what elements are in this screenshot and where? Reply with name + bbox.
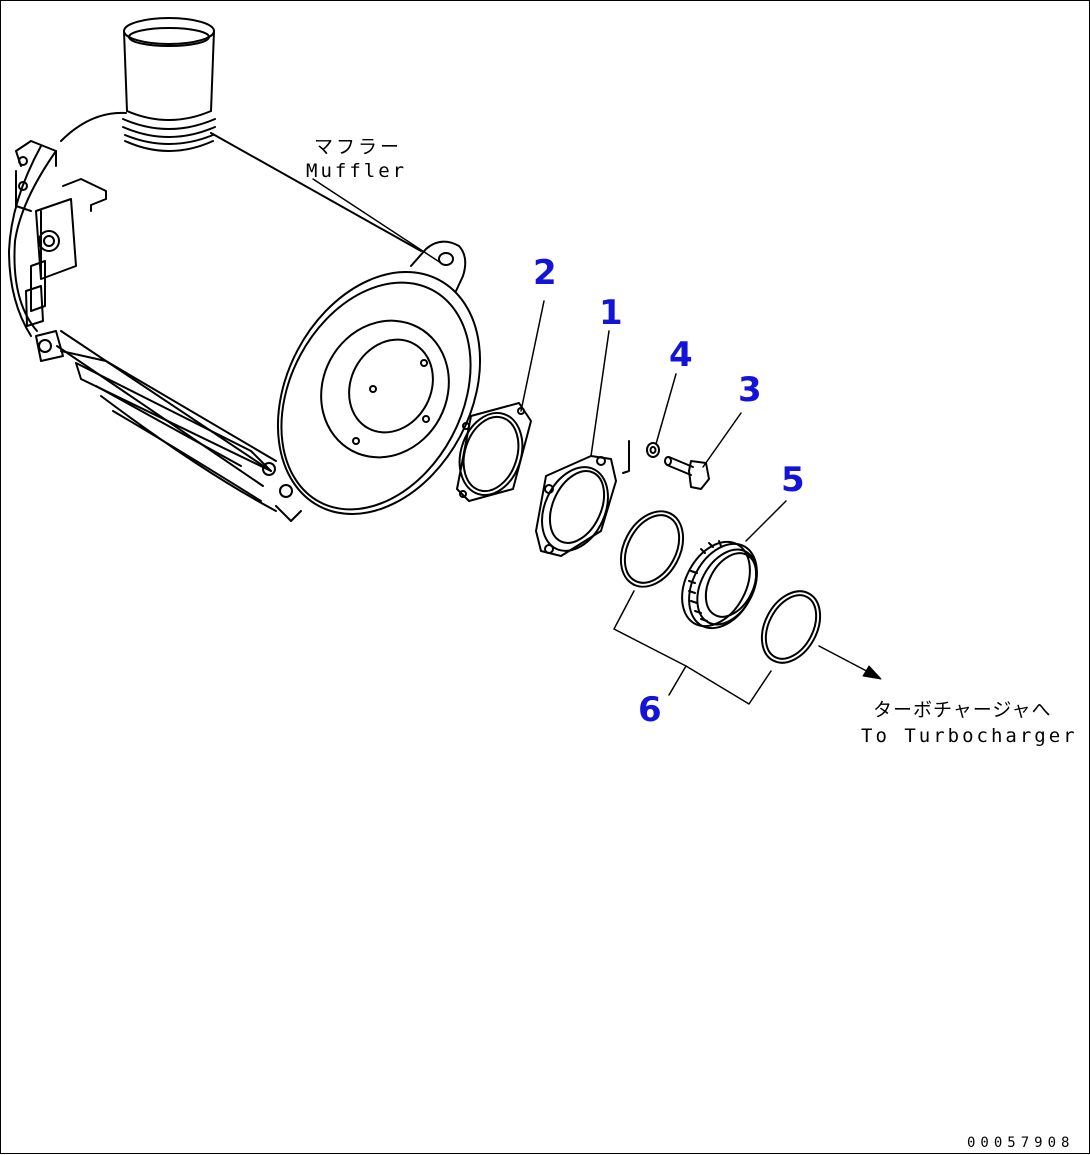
part-2-gasket (456, 402, 532, 502)
muffler-body (8, 17, 482, 522)
muffler-label-en: Muffler (306, 160, 408, 182)
callout-5: 5 (781, 460, 805, 500)
drawing-id: 00057908 (967, 1135, 1075, 1151)
part-1-flange (535, 440, 630, 557)
leader-lines (312, 178, 879, 705)
part-5-connector (681, 540, 758, 630)
part-6-o-ring-right (760, 590, 822, 664)
turbo-label-en: To Turbocharger (861, 725, 1078, 747)
muffler-label-jp: マフラー (314, 136, 403, 158)
turbo-label-jp: ターボチャージャへ (873, 699, 1052, 721)
callout-2: 2 (533, 253, 557, 293)
part-4-washer (646, 442, 660, 458)
turbo-arrow-head (862, 665, 882, 680)
callout-6: 6 (638, 690, 662, 730)
callout-4: 4 (669, 335, 693, 375)
callout-1: 1 (599, 293, 623, 333)
part-6-o-ring-left (619, 510, 685, 588)
callout-3: 3 (738, 370, 762, 410)
part-3-bolt (664, 456, 710, 490)
